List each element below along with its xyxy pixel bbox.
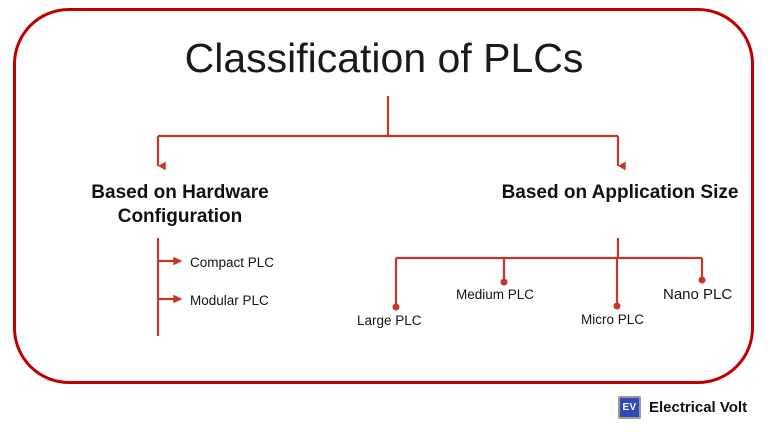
leaf-label-compact-plc: Compact PLC: [190, 255, 275, 270]
leaf-label-micro-plc: Micro PLC: [581, 312, 645, 327]
leaf-label-nano-plc: Nano PLC: [663, 286, 733, 303]
leaf-label-large-plc: Large PLC: [357, 313, 422, 328]
brand-logo: EV Electrical Volt: [618, 396, 747, 419]
branch-heading-hardware: Based on Hardware Configuration: [91, 182, 269, 228]
leaf-label-modular-plc: Modular PLC: [190, 293, 269, 308]
page-title: Classification of PLCs: [184, 35, 584, 81]
ev-logo-initials: EV: [622, 401, 637, 413]
brand-name-label: Electrical Volt: [649, 399, 748, 416]
ev-logo-icon: EV: [618, 396, 641, 419]
rounded-border-frame: [13, 8, 754, 384]
leaf-label-medium-plc: Medium PLC: [456, 287, 535, 302]
branch-heading-application: Based on Application Size: [501, 182, 739, 203]
